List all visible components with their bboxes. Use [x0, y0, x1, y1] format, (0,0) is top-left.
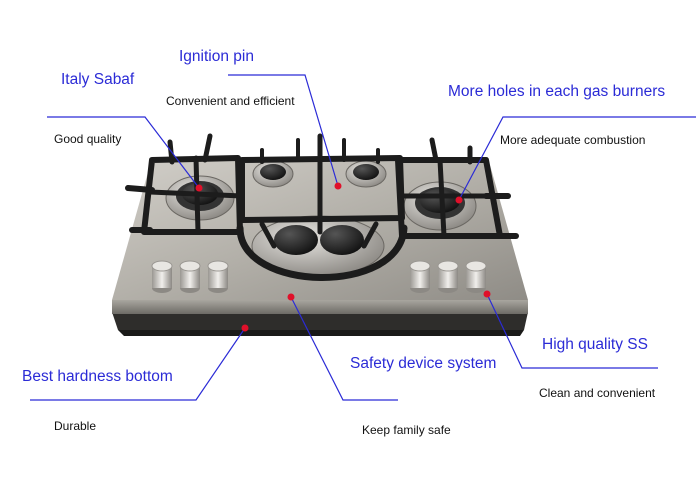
pan-support-grates: [125, 133, 519, 281]
safety-device-title: Safety device system: [350, 355, 497, 372]
burner-left-rear: [165, 175, 235, 221]
cooktop-bottom: [112, 312, 528, 336]
knob: [179, 260, 201, 293]
best-hardness-desc: Durable: [54, 419, 97, 433]
more-holes-title: More holes in each gas burners: [448, 83, 666, 100]
burner-center-rear-right: [345, 160, 387, 188]
high-quality-ss-title: High quality SS: [542, 336, 648, 353]
marker-dot-sabaf: [195, 184, 203, 192]
marker-dot-stainless: [483, 290, 491, 298]
knob: [409, 260, 431, 293]
high-quality-ss-desc: Clean and convenient: [539, 386, 656, 400]
control-knobs: [151, 260, 487, 293]
leader-line-bottom: [30, 327, 246, 401]
marker-dot-bottom: [241, 324, 249, 332]
italy-sabaf-title: Italy Sabaf: [61, 71, 135, 88]
marker-dot-ignition: [334, 182, 342, 190]
safety-device-desc: Keep family safe: [362, 423, 451, 437]
knob: [437, 260, 459, 293]
more-holes-desc: More adequate combustion: [500, 133, 646, 147]
burner-center-rear-left: [252, 160, 294, 188]
leader-line-ignition: [228, 74, 339, 187]
leader-line-holes: [458, 116, 696, 201]
leader-line-safety: [290, 296, 398, 401]
ignition-pin-desc: Convenient and efficient: [166, 94, 295, 108]
knob: [465, 260, 487, 293]
leader-line-stainless: [486, 293, 658, 369]
knob: [151, 260, 173, 293]
italy-sabaf-desc: Good quality: [54, 132, 122, 146]
marker-dot-holes: [455, 196, 463, 204]
marker-dot-safety: [287, 293, 295, 301]
ignition-pin-title: Ignition pin: [179, 48, 254, 65]
burner-center-front: [251, 215, 385, 277]
knob: [207, 260, 229, 293]
leader-line-sabaf: [47, 116, 200, 189]
best-hardness-title: Best hardness bottom: [22, 368, 173, 385]
